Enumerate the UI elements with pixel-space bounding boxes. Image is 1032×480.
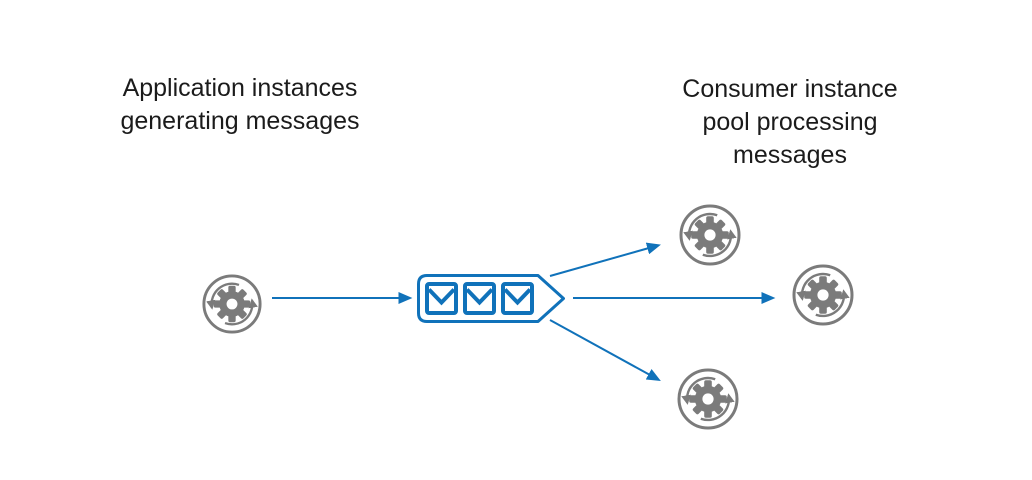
- queue-outline: [417, 274, 565, 323]
- queue-to-consumer-bottom-arrow: [549, 319, 661, 381]
- message-queue-icon: [417, 274, 565, 323]
- consumer-instance-bottom process-gear-icon: [676, 367, 740, 431]
- producer-label: Application instances generating message…: [120, 74, 360, 135]
- consumer-instance-right process-gear-icon: [791, 263, 855, 327]
- envelope-icon: [501, 282, 534, 315]
- producer-instance process-gear-icon: [201, 273, 263, 335]
- consumer-instance-top process-gear-icon: [678, 203, 742, 267]
- envelope-icon: [425, 282, 458, 315]
- consumer-label: Consumer instance pool processing messag…: [682, 75, 898, 169]
- envelope-icon: [463, 282, 496, 315]
- queue-to-consumer-top-arrow: [549, 242, 661, 277]
